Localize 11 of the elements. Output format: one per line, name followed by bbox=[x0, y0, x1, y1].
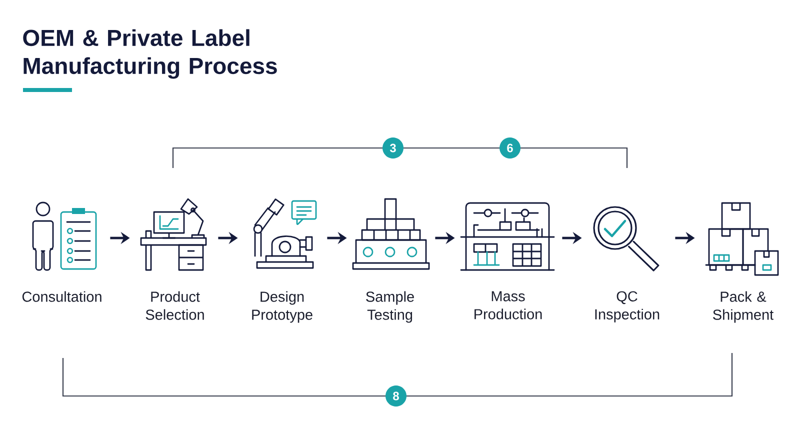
number-badge: 6 bbox=[500, 138, 520, 158]
number-badge: 8 bbox=[386, 386, 406, 406]
step-label: QC Inspection bbox=[595, 291, 660, 322]
number-badge: 3 bbox=[382, 138, 404, 158]
step-label: Pack & Shipment bbox=[713, 291, 774, 323]
step-label: Mass Production bbox=[474, 291, 542, 320]
step-label: Sample Testing bbox=[366, 291, 414, 323]
step-label: Product Selection bbox=[146, 291, 204, 320]
step-label: Consultation bbox=[22, 291, 102, 302]
step-label: Design Prototype bbox=[252, 291, 312, 323]
title: OEM & Private Label Manufacturing Process bbox=[23, 29, 277, 79]
